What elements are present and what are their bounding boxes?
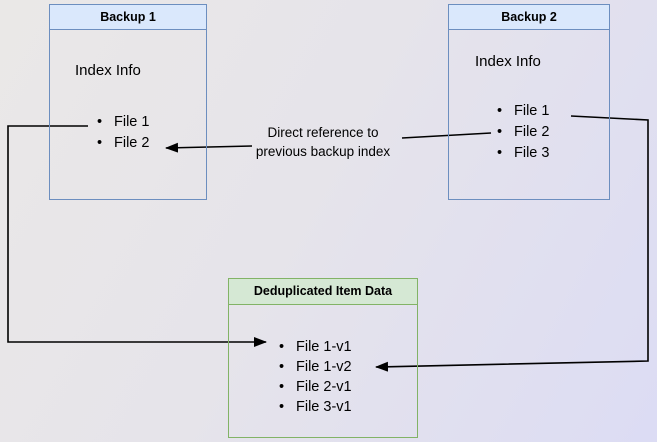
bullet-icon: [279, 397, 296, 417]
list-item: File 3-v1: [279, 397, 352, 417]
list-item: File 1: [97, 112, 149, 133]
list-item: File 2-v1: [279, 377, 352, 397]
file-label: File 1-v2: [296, 359, 352, 375]
file-label: File 1: [514, 103, 550, 119]
file-label: File 3-v1: [296, 399, 352, 415]
bullet-icon: [279, 337, 296, 357]
list-item: File 1: [497, 101, 549, 122]
backup1-file-list: File 1 File 2: [97, 112, 149, 154]
section-label-index-info: Index Info: [75, 62, 141, 79]
node-title: Deduplicated Item Data: [229, 279, 417, 305]
list-item: File 2: [497, 122, 549, 143]
edge-backup1-file1-to-dedup[interactable]: [7, 125, 267, 347]
bullet-icon: [497, 101, 514, 122]
node-deduplicated-item-data[interactable]: Deduplicated Item Data File 1-v1 File 1-…: [228, 278, 418, 438]
node-backup-2[interactable]: Backup 2 Index Info File 1 File 2 File 3: [448, 4, 610, 200]
dedup-file-list: File 1-v1 File 1-v2 File 2-v1 File 3-v1: [279, 337, 352, 417]
node-title: Backup 2: [449, 5, 609, 30]
edge-label: Direct reference to previous backup inde…: [233, 123, 413, 161]
bullet-icon: [279, 377, 296, 397]
list-item: File 2: [97, 133, 149, 154]
bullet-icon: [279, 357, 296, 377]
edge-direct-reference-left-segment[interactable]: [165, 142, 253, 153]
edge-label-line2: previous backup index: [255, 144, 391, 159]
node-backup-1[interactable]: Backup 1 Index Info File 1 File 2: [49, 4, 207, 200]
file-label: File 2: [114, 135, 150, 151]
list-item: File 1-v2: [279, 357, 352, 377]
section-label-index-info: Index Info: [475, 53, 541, 70]
list-item: File 3: [497, 143, 549, 164]
bullet-icon: [497, 122, 514, 143]
bullet-icon: [97, 112, 114, 133]
bullet-icon: [497, 143, 514, 164]
node-title: Backup 1: [50, 5, 206, 30]
file-label: File 2: [514, 124, 550, 140]
bullet-icon: [97, 133, 114, 154]
file-label: File 1-v1: [296, 339, 352, 355]
file-label: File 3: [514, 145, 550, 161]
backup2-file-list: File 1 File 2 File 3: [497, 101, 549, 164]
edge-label-line1: Direct reference to: [267, 125, 379, 140]
file-label: File 1: [114, 114, 150, 130]
edge-direct-reference-right-segment[interactable]: [401, 132, 492, 139]
list-item: File 1-v1: [279, 337, 352, 357]
file-label: File 2-v1: [296, 379, 352, 395]
